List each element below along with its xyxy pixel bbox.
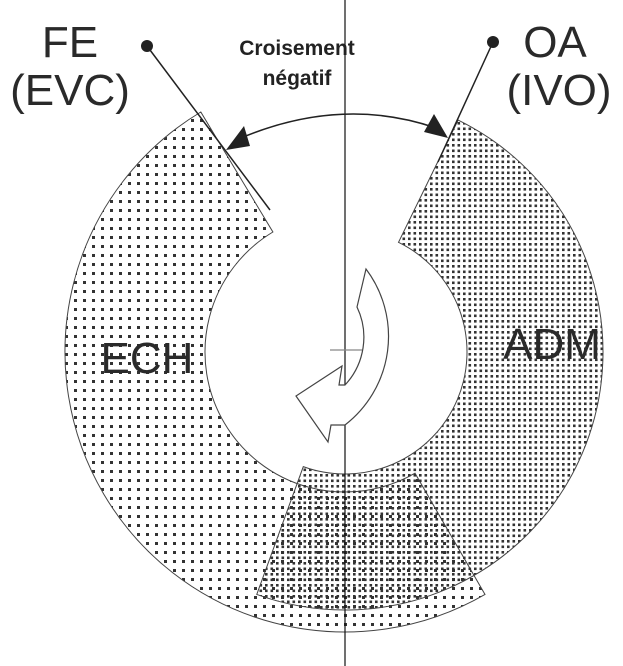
overlap-arrow-left-icon xyxy=(226,126,250,150)
fe-label: FE xyxy=(41,18,99,67)
fe-leader-line xyxy=(146,45,271,211)
fe-marker-dot xyxy=(141,40,153,52)
overlap-label: Croisement négatif xyxy=(232,34,362,94)
overlap-label-line2: négatif xyxy=(262,67,332,90)
rotation-arrow-icon xyxy=(295,267,390,444)
adm-label: ADM xyxy=(503,320,601,369)
oa-leader-line xyxy=(437,41,494,163)
ech-label: ECH xyxy=(100,334,194,383)
overlap-label-line1: Croisement xyxy=(239,37,355,60)
oa-marker-dot xyxy=(487,36,499,48)
ivo-label: (IVO) xyxy=(506,66,612,115)
overlap-arrow-right-icon xyxy=(424,114,448,138)
evc-label: (EVC) xyxy=(10,66,130,115)
intake-sector xyxy=(256,119,604,611)
oa-label: OA xyxy=(523,18,587,67)
overlap-arc xyxy=(235,113,437,141)
